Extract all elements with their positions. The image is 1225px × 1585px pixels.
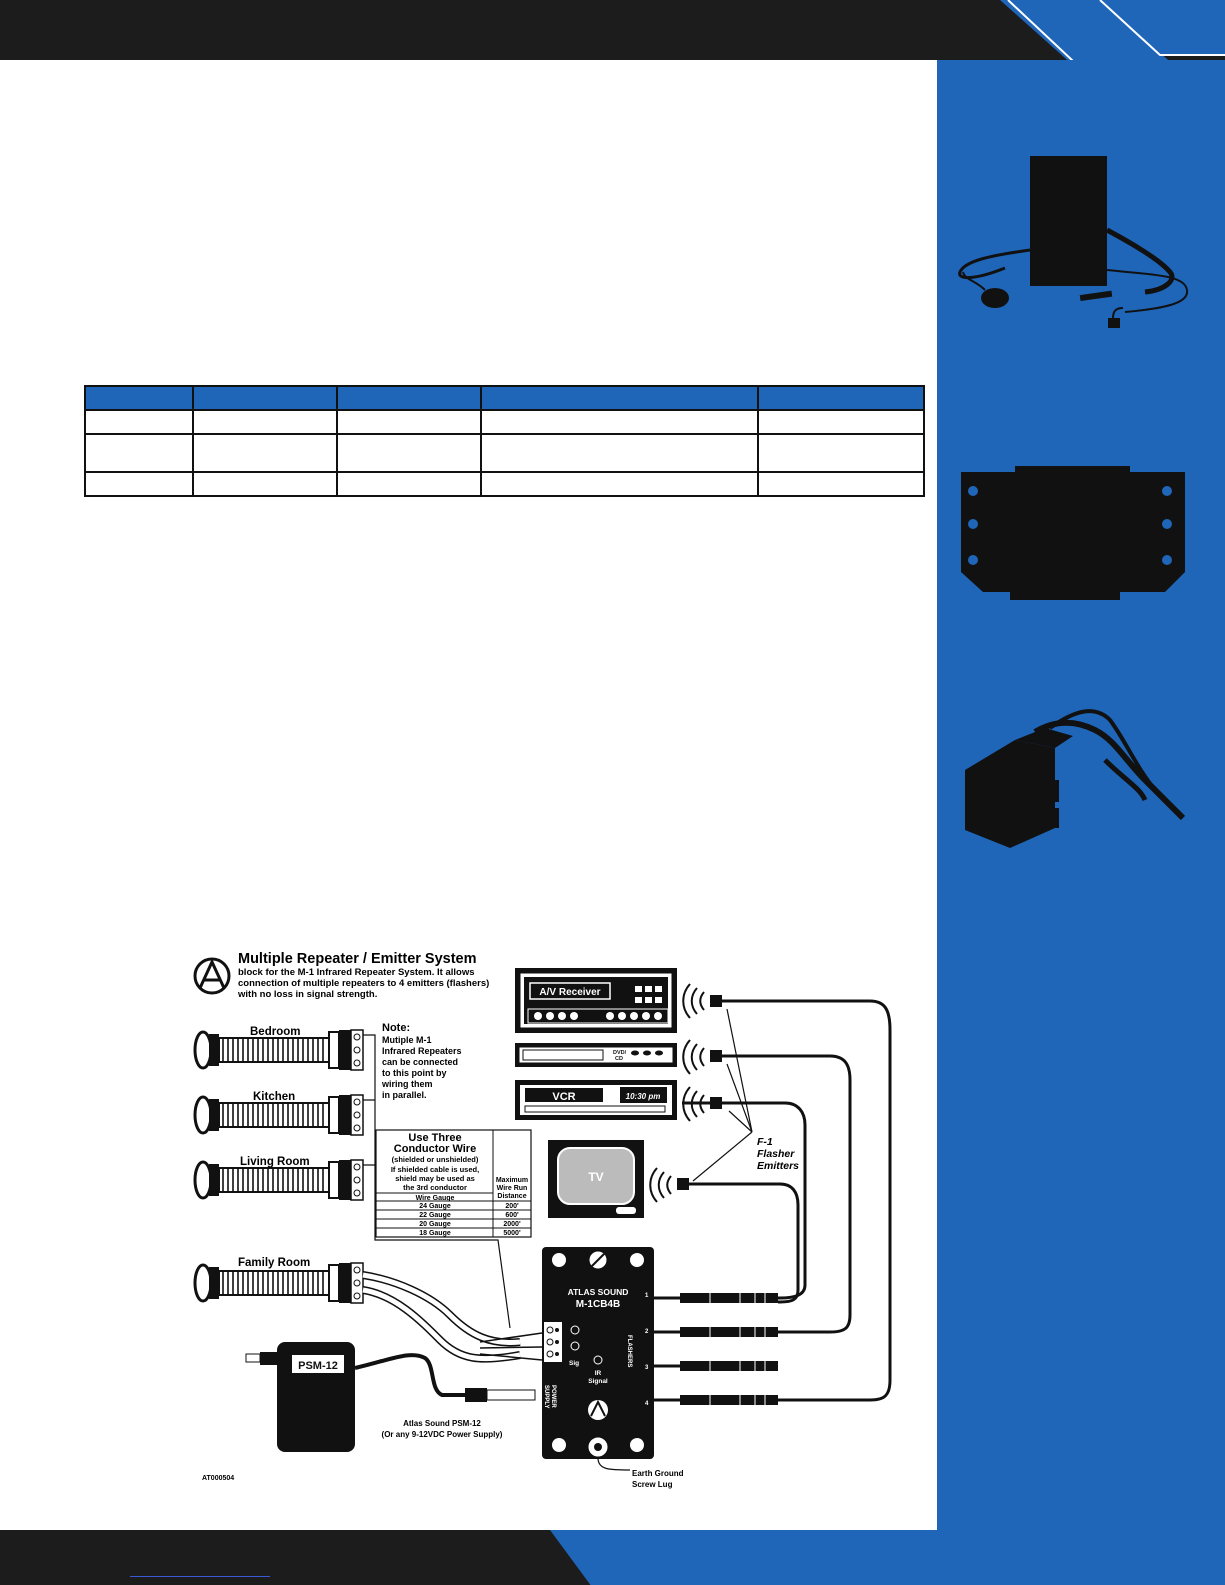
svg-text:Signal: Signal (588, 1378, 608, 1385)
svg-text:(shielded or unshielded): (shielded or unshielded) (392, 1155, 479, 1164)
svg-text:Emitters: Emitters (757, 1160, 799, 1172)
svg-text:to this point by: to this point by (382, 1068, 447, 1078)
repeater-living-room (193, 1159, 364, 1201)
spec-table (84, 385, 925, 497)
svg-text:5000': 5000' (503, 1230, 521, 1237)
footer-link[interactable] (130, 1576, 270, 1577)
svg-text:24 Gauge: 24 Gauge (419, 1203, 451, 1210)
svg-text:If shielded cable is used,: If shielded cable is used, (391, 1165, 479, 1174)
svg-text:Sig: Sig (569, 1360, 579, 1367)
intro-line-1: block for the M-1 Infrared Repeater Syst… (238, 967, 475, 978)
svg-text:3: 3 (645, 1365, 649, 1371)
flasher-emitter (710, 1050, 722, 1062)
svg-text:Use Three: Use Three (408, 1132, 461, 1144)
mounting-bracket-image (961, 466, 1185, 600)
psu-label: PSM-12 (298, 1360, 338, 1372)
ground-label: Earth Ground (632, 1469, 684, 1478)
svg-text:in parallel.: in parallel. (382, 1090, 427, 1100)
parallel-wiring-line (363, 1034, 511, 1329)
svg-text:FLASHERS: FLASHERS (626, 1335, 632, 1367)
table-row (84, 471, 925, 497)
table-row (84, 409, 925, 435)
svg-text:Screw Lug: Screw Lug (632, 1480, 673, 1489)
svg-text:Wire Gauge: Wire Gauge (416, 1195, 455, 1202)
psu-caption: Atlas Sound PSM-12 (403, 1419, 481, 1428)
power-supply-image (965, 709, 1186, 848)
room-label-living-room: Living Room (240, 1156, 310, 1168)
repeater-bedroom (193, 1029, 364, 1071)
repeater-kitchen (193, 1094, 364, 1136)
svg-text:Note:: Note: (382, 1022, 410, 1034)
emitter-pointer (692, 1008, 753, 1182)
svg-text:Conductor Wire: Conductor Wire (394, 1143, 476, 1155)
svg-text:Infrared Repeaters: Infrared Repeaters (382, 1046, 462, 1056)
tv: TV (548, 1140, 644, 1218)
svg-text:shield may be used as: shield may be used as (395, 1174, 475, 1183)
jack-plug (654, 1293, 778, 1405)
svg-text:POWER: POWER (550, 1385, 556, 1408)
tv-label: TV (588, 1170, 603, 1184)
svg-text:the 3rd conductor: the 3rd conductor (403, 1183, 467, 1192)
atlas-logo-icon (193, 957, 231, 995)
svg-text:Mutiple M-1: Mutiple M-1 (382, 1035, 432, 1045)
svg-text:2000': 2000' (503, 1221, 521, 1228)
room-label-bedroom: Bedroom (250, 1026, 300, 1038)
svg-text:(Or any 9-12VDC Power Supply): (Or any 9-12VDC Power Supply) (382, 1430, 503, 1439)
repeater-family-room (193, 1262, 364, 1304)
svg-text:2: 2 (645, 1329, 649, 1335)
emitters-label: F-1 (757, 1136, 773, 1148)
diagram-code: AT000504 (202, 1475, 234, 1482)
svg-text:wiring them: wiring them (381, 1079, 433, 1089)
svg-text:IR: IR (595, 1370, 602, 1377)
flasher-emitter (710, 995, 722, 1007)
svg-text:20 Gauge: 20 Gauge (419, 1221, 451, 1228)
svg-text:CD: CD (615, 1056, 623, 1062)
intro-line-2: connection of multiple repeaters to 4 em… (238, 978, 489, 989)
svg-text:Flasher: Flasher (757, 1148, 795, 1160)
svg-text:can be connected: can be connected (382, 1057, 458, 1067)
svg-text:600': 600' (505, 1212, 519, 1219)
svg-text:4: 4 (645, 1401, 649, 1407)
room-label-family-room: Family Room (238, 1257, 310, 1269)
svg-text:M-1CB4B: M-1CB4B (576, 1299, 620, 1310)
svg-text:Wire Run: Wire Run (497, 1185, 528, 1192)
flasher-emitter (677, 1178, 689, 1190)
svg-text:SUPPLY: SUPPLY (543, 1385, 549, 1408)
svg-text:22 Gauge: 22 Gauge (419, 1212, 451, 1219)
wiring-diagram: Multiple Repeater / Emitter System block… (193, 951, 892, 1489)
svg-text:1: 1 (645, 1293, 649, 1299)
receiver-label: A/V Receiver (539, 987, 600, 998)
table-header-row (84, 385, 925, 411)
vcr-time: 10:30 pm (626, 1092, 661, 1101)
vcr: VCR 10:30 pm (515, 1080, 677, 1120)
room-label-kitchen: Kitchen (253, 1091, 295, 1103)
svg-text:ATLAS SOUND: ATLAS SOUND (568, 1287, 629, 1297)
svg-text:Distance: Distance (497, 1193, 526, 1200)
connection-module: ATLAS SOUND M-1CB4B Sig IR Signal FLASHE… (542, 1247, 654, 1459)
vcr-label: VCR (552, 1091, 575, 1103)
table-row (84, 433, 925, 473)
psu-unit: PSM-12 (245, 1342, 536, 1452)
svg-text:18 Gauge: 18 Gauge (419, 1230, 451, 1237)
note-block: Note: Mutiple M-1 Infrared Repeaters can… (381, 1022, 462, 1100)
diagram-title: Multiple Repeater / Emitter System (238, 951, 477, 967)
intro-line-3: with no loss in signal strength. (237, 989, 377, 1000)
svg-text:DVD/: DVD/ (613, 1050, 627, 1056)
wire-gauge-box: Use Three Conductor Wire (shielded or un… (375, 1129, 532, 1238)
footer-accent (550, 1530, 1225, 1585)
svg-text:200': 200' (505, 1203, 519, 1210)
ground-pointer (597, 1457, 631, 1471)
repeater-product-image (958, 156, 1189, 328)
dvd-player: DVD/ CD (515, 1043, 677, 1067)
svg-text:Maximum: Maximum (496, 1177, 528, 1184)
av-receiver: A/V Receiver (515, 968, 677, 1033)
